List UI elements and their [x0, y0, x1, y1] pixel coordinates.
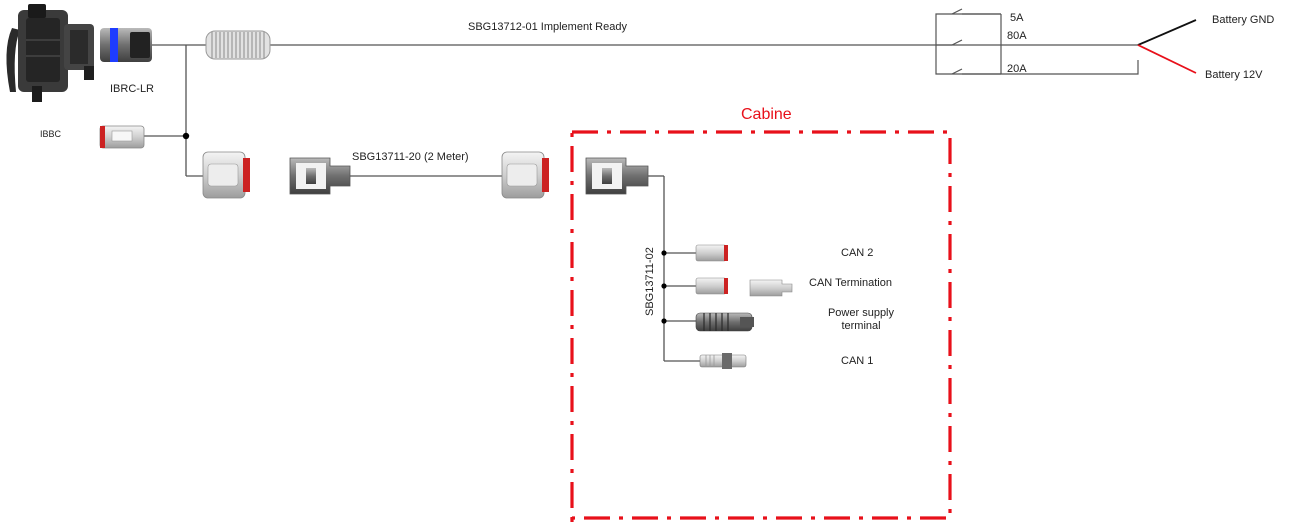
- terminal-connector-icon: [695, 312, 754, 332]
- ibbc-connector-icon: [99, 125, 145, 149]
- power-supply-label-line1: Power supply: [827, 307, 895, 319]
- cabin-harness-label: SBG13711-02: [644, 247, 656, 316]
- wires: [144, 44, 1138, 362]
- dt-connector-icon: [585, 157, 649, 195]
- cabine-boundary: [570, 130, 952, 520]
- power-supply-label: Power supply terminal: [818, 307, 904, 333]
- dt-connector-icon: [289, 157, 351, 195]
- junction-dot: [182, 132, 190, 140]
- can-termination-label: CAN Termination: [809, 277, 892, 289]
- main-cable-label: SBG13712-01 Implement Ready: [468, 21, 627, 33]
- ibrc-label: IBRC-LR: [110, 83, 155, 95]
- can-termination-connector-icon: [695, 277, 728, 295]
- power-supply-label-line2: terminal: [841, 320, 881, 332]
- cable-coil-icon: [205, 30, 271, 60]
- termination-plug-icon: [749, 279, 793, 297]
- can2-connector-icon: [695, 244, 728, 262]
- dt-connector-icon: [202, 151, 250, 199]
- dt-connector-icon: [501, 151, 549, 199]
- battery-12v-label: Battery 12V: [1205, 69, 1263, 81]
- battery-gnd-wire: [1137, 19, 1197, 46]
- extension-cable-label: SBG13711-20 (2 Meter): [352, 151, 469, 163]
- ibbc-label: IBBC: [40, 129, 62, 139]
- fuse-box-icon: [935, 8, 1139, 75]
- junction-dot: [661, 318, 667, 324]
- cabine-label: Cabine: [741, 106, 792, 123]
- fuse-20a-label: 20A: [1007, 63, 1027, 75]
- fuse-5a-label: 5A: [1010, 12, 1024, 24]
- can1-label: CAN 1: [841, 355, 874, 367]
- controller-icon: [6, 4, 94, 102]
- fuse-80a-label: 80A: [1007, 30, 1027, 42]
- battery-gnd-label: Battery GND: [1212, 14, 1275, 26]
- junction-dot: [661, 250, 667, 256]
- battery-12v-wire: [1137, 44, 1197, 74]
- ibrc-connector-icon: [100, 28, 152, 62]
- m12-connector-icon: [699, 353, 747, 369]
- can2-label: CAN 2: [841, 247, 874, 259]
- junction-dot: [661, 283, 667, 289]
